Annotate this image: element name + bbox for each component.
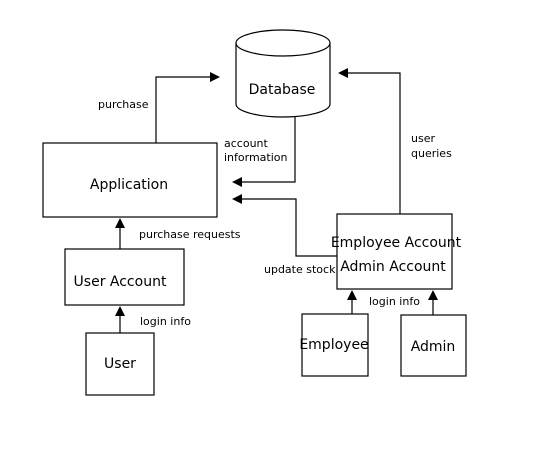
employee-node: Employee <box>299 313 369 377</box>
login-info-staff-label: login info <box>369 295 420 308</box>
employee-admin-account-box <box>336 213 453 290</box>
employee-admin-account-node: Employee Account Admin Account <box>331 213 462 290</box>
database-cylinder-top <box>235 29 331 57</box>
database-label: Database <box>249 82 316 98</box>
login-info-user-label: login info <box>140 315 191 328</box>
edge-database-to-application <box>232 117 296 187</box>
application-label: Application <box>90 177 168 193</box>
edge-application-to-database <box>155 72 220 143</box>
purchase-requests-label: purchase requests <box>139 228 241 241</box>
employee-label: Employee <box>299 337 368 353</box>
update-stock-label: update stock <box>264 263 336 276</box>
application-node: Application <box>42 142 218 218</box>
user-node: User <box>85 332 155 396</box>
edge-employee-admin-to-database <box>338 68 401 214</box>
database-cylinder-body <box>235 43 331 118</box>
user-label: User <box>104 356 136 372</box>
admin-box <box>400 314 467 377</box>
admin-account-label: Admin Account <box>340 259 446 275</box>
database-node: Database <box>235 29 331 118</box>
user-account-box <box>64 248 185 306</box>
user-queries-label-line1: user <box>411 132 435 145</box>
edge-employee-admin-to-application <box>232 194 337 257</box>
purchase-label: purchase <box>98 98 149 111</box>
employee-account-label: Employee Account <box>331 235 462 251</box>
employee-box <box>301 313 369 377</box>
user-box <box>85 332 155 396</box>
user-queries-label-line2: queries <box>411 147 452 160</box>
admin-node: Admin <box>400 314 467 377</box>
account-information-label-line2: information <box>224 151 288 164</box>
user-account-label: User Account <box>74 274 167 290</box>
user-account-node: User Account <box>64 248 185 306</box>
admin-label: Admin <box>411 339 456 355</box>
account-information-label-line1: account <box>224 137 269 150</box>
application-box <box>42 142 218 218</box>
